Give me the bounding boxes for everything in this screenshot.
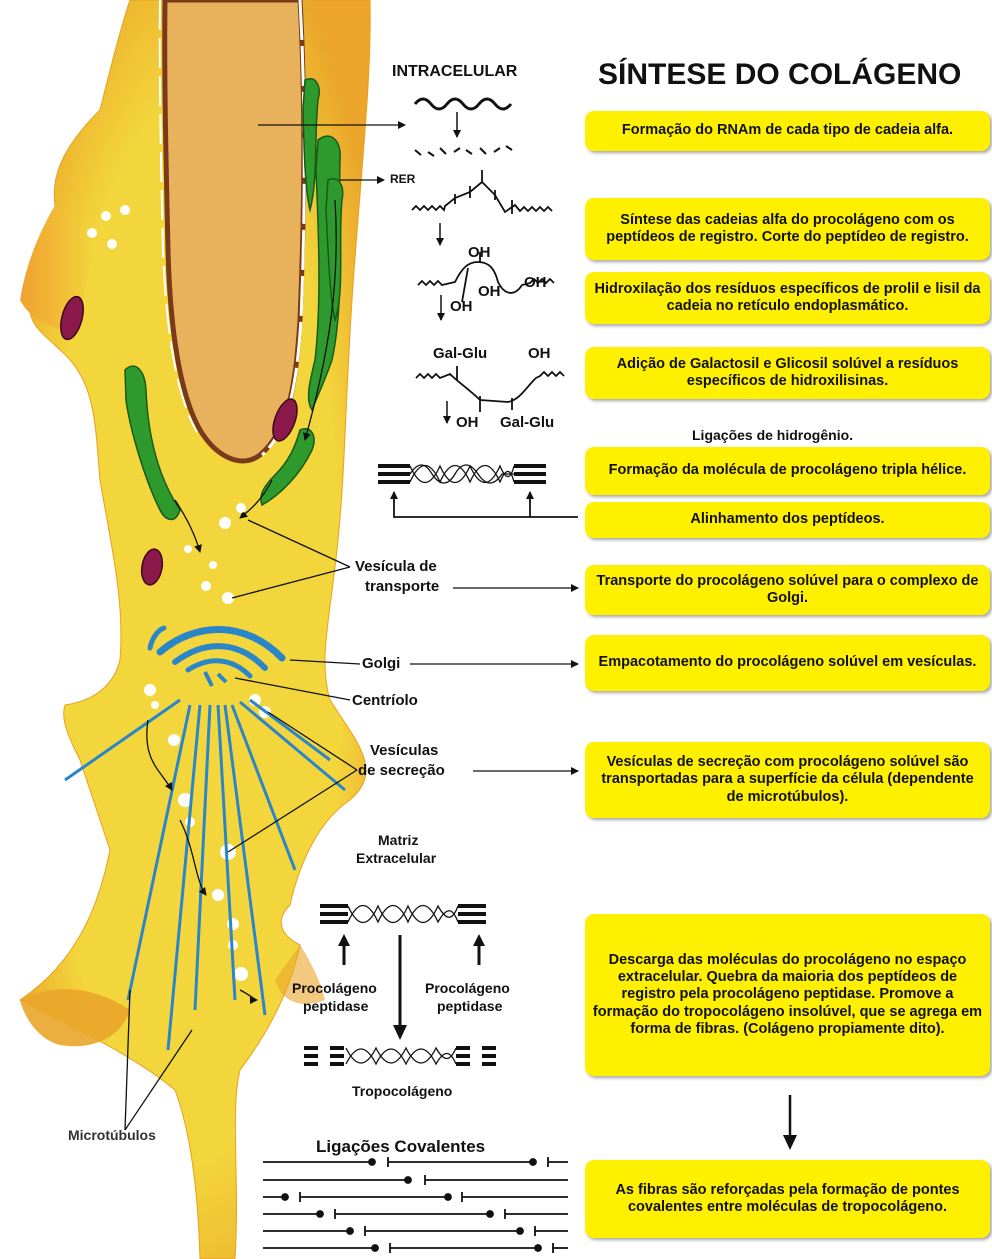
step-box-8: Empacotamento do procolágeno solúvel em … (585, 635, 990, 691)
page-title: SÍNTESE DO COLÁGENO (598, 58, 961, 92)
step-box-11: As fibras são reforçadas pela formação d… (585, 1160, 990, 1238)
oh-label-a: OH (528, 345, 551, 362)
step-box-9: Vesículas de secreção com procolágeno so… (585, 742, 990, 818)
peptidase-right-line2: peptidase (437, 998, 502, 1015)
step-box-6: Alinhamento dos peptídeos. (585, 502, 990, 538)
rer-label: RER (390, 172, 415, 186)
vitamin-c-arrowhead (783, 1135, 797, 1150)
extracellular-matrix-label-line2: Extracelular (356, 850, 436, 867)
procollagen-triple-helix (378, 464, 546, 484)
step-box-5: Formação da molécula de procolágeno trip… (585, 447, 990, 495)
peptidase-right-line1: Procolágeno (425, 980, 510, 997)
step-box-3: Hidroxilação dos resíduos específicos de… (585, 272, 990, 324)
transport-vesicle-label-line1: Vesícula de (355, 558, 437, 576)
microtubules-label: Microtúbulos (68, 1127, 156, 1143)
intracelular-header: INTRACELULAR (392, 63, 517, 81)
peptidase-left-line1: Procolágeno (292, 980, 377, 997)
extracellular-procollagen (320, 904, 486, 924)
step-box-10: Descarga das moléculas do procolágeno no… (585, 914, 990, 1076)
oh-label-mid: OH (478, 283, 501, 300)
gal-glu-label-b: Gal-Glu (500, 414, 554, 431)
covalent-bonds-header: Ligações Covalentes (316, 1137, 485, 1157)
peptidase-left-line2: peptidase (303, 998, 368, 1015)
step-box-4: Adição de Galactosil e Glicosil solúvel … (585, 347, 990, 399)
step-box-2: Síntese das cadeias alfa do procolágeno … (585, 198, 990, 260)
oh-label-top: OH (468, 244, 491, 261)
gal-glu-label-a: Gal-Glu (433, 345, 487, 362)
step-box-7: Transporte do procolágeno solúvel para o… (585, 565, 990, 615)
alignment-arrows (394, 492, 578, 517)
tropocollagen-label: Tropocolágeno (352, 1083, 452, 1100)
covalent-fibers (263, 1157, 568, 1253)
golgi-label: Golgi (362, 655, 400, 673)
extracellular-matrix-label-line1: Matriz (378, 832, 418, 849)
mrna-wave (415, 99, 511, 109)
alpha-chain (412, 170, 552, 214)
tropocollagen-molecule (304, 1046, 496, 1066)
centriole-label: Centríolo (352, 692, 418, 710)
cut-mrna (415, 146, 512, 156)
glycosylated-chain (416, 366, 564, 412)
nucleus (165, 0, 304, 461)
secretion-vesicles-label-line1: Vesículas (370, 742, 438, 760)
oh-label-right: OH (524, 274, 547, 291)
hydrogen-bonds-note: Ligações de hidrogênio. (692, 427, 853, 443)
step-box-1: Formação do RNAm de cada tipo de cadeia … (585, 111, 990, 151)
oh-label-b: OH (456, 414, 479, 431)
secretion-vesicles-label-line2: de secreção (358, 762, 445, 780)
transport-vesicle-label-line2: transporte (365, 578, 439, 596)
oh-label-low: OH (450, 298, 473, 315)
